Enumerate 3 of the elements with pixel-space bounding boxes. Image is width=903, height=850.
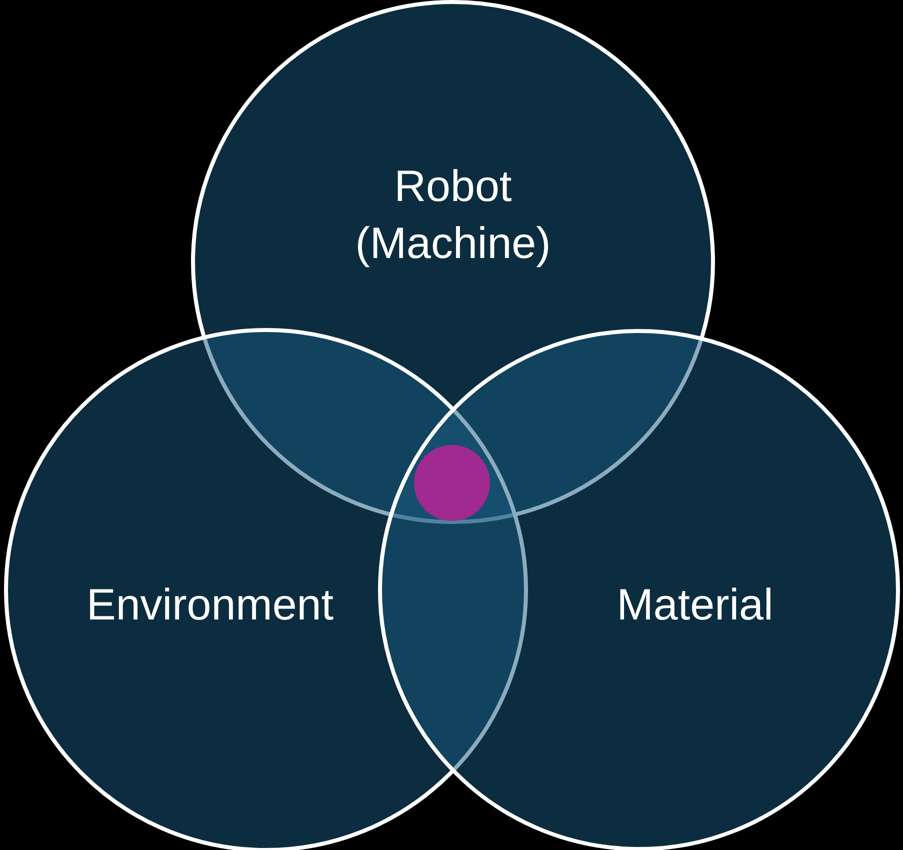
circle-label: Robot (Machine) [354,160,552,270]
circle-label: Environment [85,579,334,632]
circle-label: Material [616,579,774,632]
